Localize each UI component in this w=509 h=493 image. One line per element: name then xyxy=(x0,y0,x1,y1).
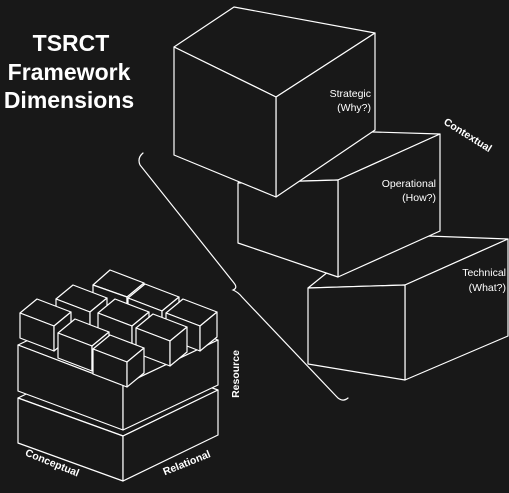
operational-cube-front xyxy=(237,179,339,278)
contextual-axis-label: Contextual xyxy=(441,116,493,155)
small-cube xyxy=(135,313,188,367)
strategic-label-question: (Why?) xyxy=(337,102,371,114)
lower-slab-right xyxy=(122,389,219,482)
small-cube xyxy=(92,334,145,388)
operational-cube xyxy=(237,129,441,278)
strategic-label-name: Strategic xyxy=(330,88,371,100)
operational-label-name: Operational xyxy=(382,178,436,190)
title-line-1: TSRCT xyxy=(33,30,110,56)
grid-cube xyxy=(17,269,219,482)
diagram-title: TSRCT Framework Dimensions xyxy=(4,30,134,113)
strategic-cube-front xyxy=(173,46,277,198)
technical-label: Technical (What?) xyxy=(462,267,506,294)
technical-cube-front xyxy=(307,284,406,381)
technical-label-question: (What?) xyxy=(469,282,506,294)
resource-axis-label: Resource xyxy=(230,350,242,398)
title-line-3: Dimensions xyxy=(4,87,134,113)
strategic-label: Strategic (Why?) xyxy=(330,88,371,114)
operational-label-question: (How?) xyxy=(402,192,436,204)
technical-cube xyxy=(307,233,509,381)
contextual-brace xyxy=(138,152,349,401)
technical-label-name: Technical xyxy=(462,267,506,279)
operational-label: Operational (How?) xyxy=(382,178,436,204)
title-line-2: Framework xyxy=(8,59,131,85)
strategic-cube xyxy=(173,6,376,198)
upper-slab-right xyxy=(122,339,219,431)
